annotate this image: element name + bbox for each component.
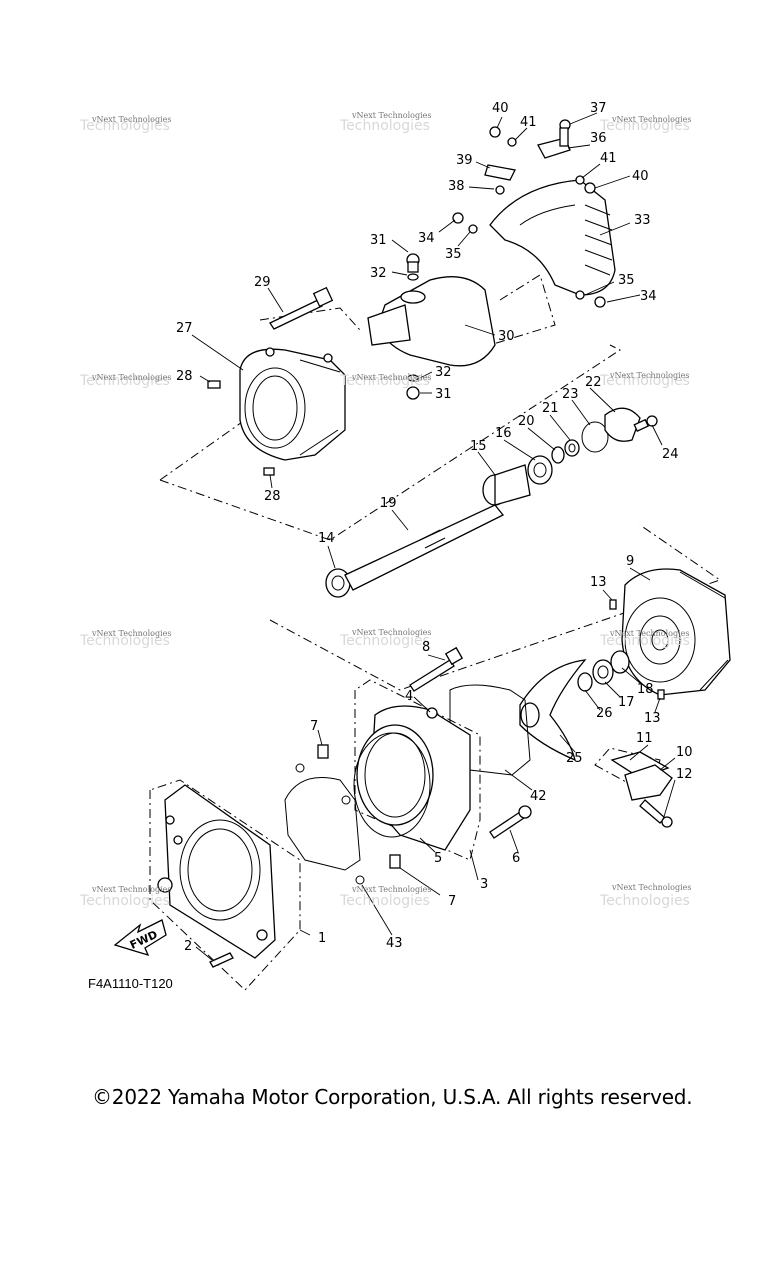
callout-28: 28 [176,369,193,384]
callout-11: 11 [636,731,653,746]
callout-40: 40 [632,169,649,184]
copyright-notice: ©2022 Yamaha Motor Corporation, U.S.A. A… [92,1085,693,1109]
callout-33: 33 [634,213,651,228]
watermark-ghost: Technologies [339,118,430,134]
callout-14: 14 [318,531,335,546]
callout-32: 32 [435,365,452,380]
callout-2: 2 [184,939,192,954]
watermark-ghost: Technologies [599,893,690,909]
callout-13: 13 [590,575,607,590]
callout-7: 7 [310,719,318,734]
watermark: vNext Technologies [91,115,171,124]
callout-24: 24 [662,447,679,462]
callout-31: 31 [370,233,387,248]
callout-34: 34 [640,289,657,304]
impeller-housing [519,568,731,828]
callout-6: 6 [512,851,520,866]
callout-41: 41 [600,151,617,166]
callout-17: 17 [618,695,635,710]
callout-16: 16 [495,426,512,441]
watermark: vNext Technologies [609,371,689,380]
callout-38: 38 [448,179,465,194]
callout-18: 18 [637,682,654,697]
watermark-ghost: Technologies [599,633,690,649]
callout-15: 15 [470,439,487,454]
watermark-ghost: Technologies [599,118,690,134]
watermark: vNext Technologies [351,111,431,120]
callout-40: 40 [492,101,509,116]
assembly-outlines [149,274,722,991]
callout-12: 12 [676,767,693,782]
watermark-ghost: Technologies [79,893,170,909]
watermark-ghost: Technologies [599,373,690,389]
callout-31: 31 [435,387,452,402]
steering-nozzle-assembly [269,119,616,400]
watermark: vNext Technologies [351,628,431,637]
callout-1: 1 [318,931,326,946]
watermark-ghost: Technologies [339,373,430,389]
diagram-code: F4A1110-T120 [88,976,173,991]
callout-23: 23 [562,387,579,402]
watermark-ghost: Technologies [79,118,170,134]
callout-36: 36 [590,131,607,146]
callout-22: 22 [585,375,602,390]
watermark: vNext Technologies [609,629,689,638]
callout-21: 21 [542,401,559,416]
callout-43: 43 [386,936,403,951]
watermark-ghost: Technologies [339,893,430,909]
callout-39: 39 [456,153,473,168]
callout-25: 25 [566,751,583,766]
callout-27: 27 [176,321,193,336]
callout-19: 19 [380,496,397,511]
callout-28: 28 [264,489,281,504]
callout-26: 26 [596,706,613,721]
watermark: vNext Technologies [351,885,431,894]
callout-20: 20 [518,414,535,429]
watermark: vNext Technologies [611,883,691,892]
callout-3: 3 [480,877,488,892]
intake-duct-and-plate [113,646,532,968]
callout-35: 35 [445,247,462,262]
leader-lines [191,112,676,961]
drive-shaft-parts [325,407,658,598]
callout-9: 9 [626,554,634,569]
callout-35: 35 [618,273,635,288]
callout-labels: 40 41 37 36 39 41 40 38 33 34 35 31 32 3… [176,101,693,954]
callout-30: 30 [498,329,515,344]
callout-8: 8 [422,640,430,655]
callout-7: 7 [448,894,456,909]
jet-pump-housing [207,347,346,476]
callout-42: 42 [530,789,547,804]
callout-32: 32 [370,266,387,281]
watermark-ghost: Technologies [79,633,170,649]
watermarks: Technologies vNext Technologies Technolo… [79,111,691,909]
watermark: vNext Technologies [611,115,691,124]
watermark-ghost: Technologies [339,633,430,649]
callout-37: 37 [590,101,607,116]
callout-4: 4 [405,689,413,704]
watermark-ghost: Technologies [79,373,170,389]
callout-5: 5 [434,851,442,866]
callout-29: 29 [254,275,271,290]
callout-10: 10 [676,745,693,760]
callout-13: 13 [644,711,661,726]
callout-41: 41 [520,115,537,130]
callout-34: 34 [418,231,435,246]
watermark: vNext Technologies [91,885,171,894]
watermark: vNext Technologies [91,373,171,382]
watermark: vNext Technologies [351,373,431,382]
watermark: vNext Technologies [91,629,171,638]
